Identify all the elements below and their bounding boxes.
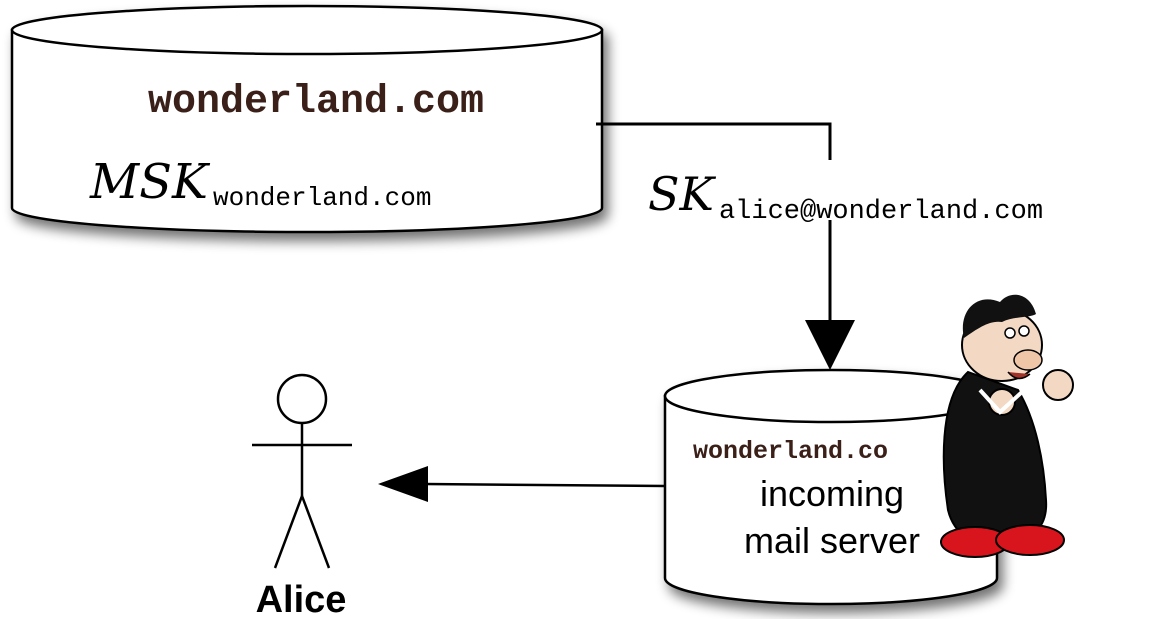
grumpy-character-illustration [940, 294, 1074, 558]
delivery-to-alice-line [424, 482, 666, 488]
mail-server-domain-label: wonderland.co [693, 437, 888, 466]
sk-key-label: SK alice@wonderland.com [648, 167, 1043, 227]
mail-server-line1: incoming [760, 473, 904, 514]
alice-label: Alice [256, 579, 347, 619]
mail-server-cylinder [663, 368, 999, 606]
msk-subscript: wonderland.com [213, 183, 431, 213]
mail-server-line2: mail server [744, 520, 920, 561]
msk-key-label: MSK wonderland.com [89, 154, 431, 213]
msk-symbol: MSK [89, 154, 211, 210]
delivery-to-alice-arrowhead [378, 466, 428, 502]
sk-symbol: SK [648, 167, 717, 221]
sk-subscript: alice@wonderland.com [719, 197, 1043, 227]
key-delivery-arrow-line [596, 122, 832, 322]
kgc-cylinder [10, 4, 604, 234]
key-delivery-arrowhead [805, 320, 855, 370]
kgc-domain-label: wonderland.com [148, 80, 484, 125]
alice-stick-figure [252, 373, 352, 569]
